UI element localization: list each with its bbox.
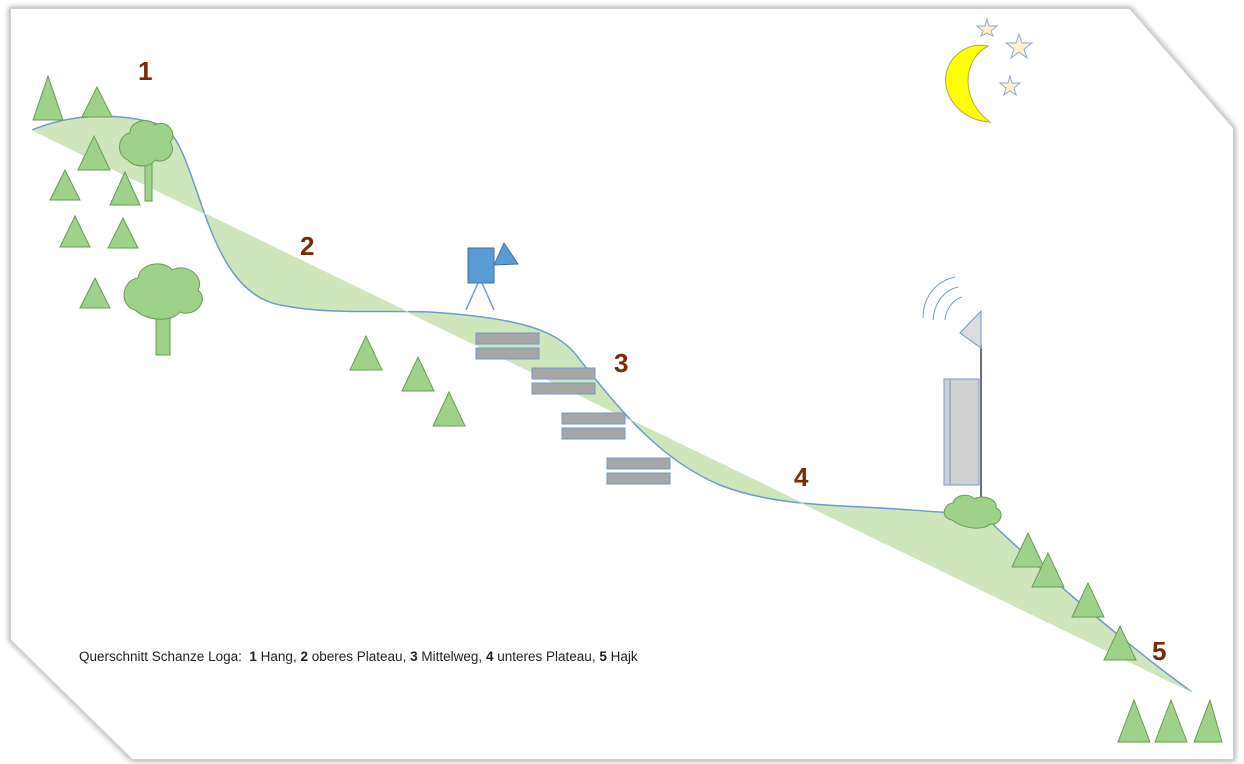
conifer-icon — [109, 170, 141, 206]
stone-step-icon — [531, 367, 596, 380]
zone-number-5: 5 — [1152, 636, 1166, 666]
star-icon — [975, 17, 999, 38]
caption-zone-4-name: unteres Plateau — [497, 649, 592, 664]
zone-number-1: 1 — [138, 56, 152, 86]
building-icon — [943, 378, 980, 486]
conifer-icon — [401, 355, 435, 392]
conifer-icon — [49, 168, 81, 201]
star-icon — [1004, 32, 1034, 60]
antenna-icon — [922, 276, 982, 505]
camera-icon — [465, 241, 519, 311]
conifer-icon — [432, 390, 466, 427]
zone-number-2: 2 — [300, 231, 314, 261]
terrain-band — [32, 116, 1192, 692]
terrain-baseline — [31, 129, 1193, 693]
caption-zone-4-number: 4 — [485, 649, 494, 664]
caption-zone-1-number: 1 — [249, 649, 257, 664]
conifer-icon — [1031, 551, 1065, 588]
conifer-icon — [59, 214, 91, 248]
caption-prefix: Querschnitt Schanze Loga: — [79, 649, 242, 664]
deciduous-tree-icon — [119, 120, 174, 202]
moon-icon — [945, 44, 992, 123]
conifer-icon — [1193, 698, 1223, 743]
conifer-icon — [1117, 698, 1151, 743]
conifer-icon — [1103, 624, 1137, 661]
page-sheet — [9, 7, 1235, 761]
stone-step-icon — [475, 347, 540, 360]
conifer-icon — [79, 276, 111, 309]
conifer-icon — [1011, 531, 1045, 568]
stone-step-icon — [606, 457, 671, 470]
stone-step-icon — [561, 427, 626, 440]
conifer-icon — [32, 74, 64, 121]
stone-step-icon — [606, 472, 671, 485]
stone-step-icon — [561, 412, 626, 425]
stone-step-icon — [531, 382, 596, 395]
bush-icon — [943, 494, 1002, 529]
conifer-icon — [1071, 581, 1105, 618]
conifer-icon — [81, 85, 113, 118]
caption-zone-5-name: Hajk — [610, 649, 638, 664]
caption-zone-2-name: oberes Plateau — [311, 649, 403, 664]
conifer-icon — [107, 216, 139, 249]
caption-zone-3-name: Mittelweg — [421, 649, 479, 664]
caption-zone-5-number: 5 — [599, 649, 607, 664]
conifer-icon — [349, 334, 383, 371]
zone-number-4: 4 — [794, 462, 809, 492]
diagram-caption: Querschnitt Schanze Loga: 1 Hang, 2 ober… — [79, 649, 638, 664]
conifer-icon — [77, 134, 111, 171]
caption-zone-1-name: Hang — [260, 649, 293, 664]
zone-number-3: 3 — [614, 348, 628, 378]
caption-zone-3-number: 3 — [410, 649, 418, 664]
stone-step-icon — [475, 332, 540, 345]
conifer-icon — [1154, 698, 1188, 743]
deciduous-tree-icon — [123, 263, 203, 356]
star-icon — [998, 74, 1022, 97]
caption-zone-2-number: 2 — [300, 649, 308, 664]
